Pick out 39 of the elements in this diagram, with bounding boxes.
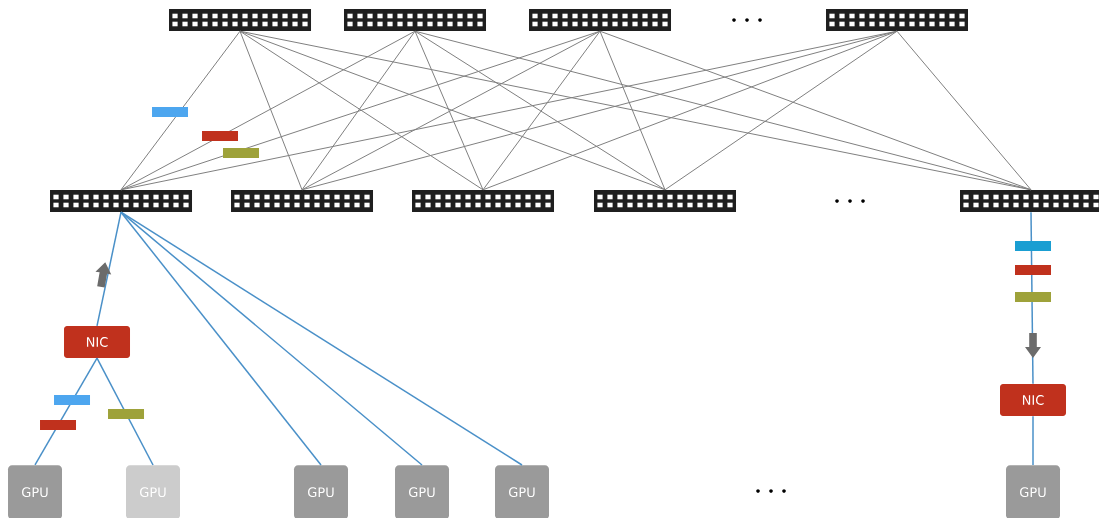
network-switch — [169, 9, 311, 31]
connector — [599, 30, 1032, 191]
network-switch — [594, 190, 736, 212]
gpu-box: GPU — [294, 465, 348, 518]
connector — [239, 30, 484, 191]
connector — [1032, 415, 1034, 466]
connector — [96, 357, 154, 466]
network-switch — [529, 9, 671, 31]
network-switch — [231, 190, 373, 212]
connector — [120, 211, 322, 466]
network-switch — [50, 190, 192, 212]
connector — [301, 30, 601, 191]
connector — [239, 30, 303, 191]
connector — [482, 30, 898, 191]
network-switch — [412, 190, 554, 212]
connector — [120, 30, 416, 191]
connector — [239, 30, 666, 191]
connector — [414, 30, 484, 191]
nic-box: NIC — [1000, 384, 1066, 416]
connector — [120, 30, 241, 191]
nic-box: NIC — [64, 326, 130, 358]
connector — [120, 211, 523, 466]
connector — [34, 357, 98, 466]
connector — [120, 30, 601, 191]
connector — [599, 30, 666, 191]
network-switch — [344, 9, 486, 31]
gpu-box: GPU — [495, 465, 549, 518]
connector — [664, 30, 898, 191]
connector — [120, 211, 423, 466]
connector — [482, 30, 601, 191]
connector — [896, 30, 1032, 191]
gpu-box: GPU — [8, 465, 62, 518]
connector — [301, 30, 416, 191]
connector — [96, 211, 122, 327]
gpu-box: GPU — [1006, 465, 1060, 518]
network-switch — [826, 9, 968, 31]
connector — [414, 30, 666, 191]
network-switch — [960, 190, 1099, 212]
gpu-box: GPU — [395, 465, 449, 518]
